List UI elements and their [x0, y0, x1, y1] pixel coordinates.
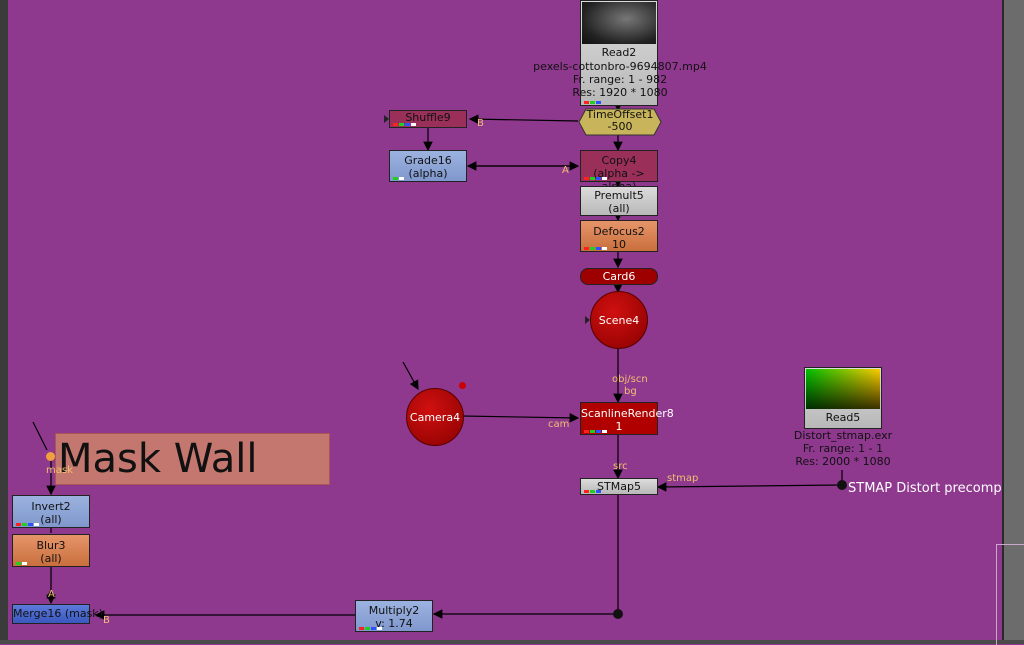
- defocus2-channels: [584, 247, 607, 250]
- card6-node[interactable]: Card6: [580, 268, 658, 285]
- merge16-input-b: B: [103, 615, 110, 626]
- scene4-node[interactable]: Scene4: [590, 291, 648, 349]
- scanlinerender8-channels: [584, 430, 607, 433]
- read5-range: Fr. range: 1 - 1: [802, 442, 884, 455]
- copy4-name: Copy4: [601, 154, 637, 167]
- grade16-node[interactable]: Grade16 (alpha): [389, 150, 467, 182]
- multiply2-node[interactable]: Multiply2 v: 1.74: [355, 600, 433, 632]
- multiply2-sub: v: 1.74: [375, 617, 413, 630]
- camera4-node[interactable]: Camera4: [406, 388, 464, 446]
- blur3-node[interactable]: Blur3 (all): [12, 534, 90, 567]
- stmap-input-stmap: stmap: [667, 473, 699, 484]
- grade16-sub: (alpha): [408, 167, 448, 180]
- timeoffset-value: -500: [607, 120, 633, 133]
- invert2-sub: (all): [40, 513, 62, 526]
- merge16-input-a: A: [48, 589, 55, 600]
- timeoffset-text: TimeOffset1 -500: [578, 109, 662, 133]
- mask-wall-sticky[interactable]: Mask Wall: [55, 433, 330, 485]
- read5-info: Distort_stmap.exr Fr. range: 1 - 1 Res: …: [742, 429, 944, 468]
- scene4-name: Scene4: [598, 313, 640, 327]
- shuffle9-channels: [393, 123, 416, 126]
- premult5-node[interactable]: Premult5 (all): [580, 186, 658, 216]
- scanlinerender8-node[interactable]: ScanlineRender8 1: [580, 402, 674, 435]
- shuffle9-node[interactable]: Shuffle9: [389, 110, 467, 128]
- blur3-channels: [16, 562, 27, 565]
- read2-range: Fr. range: 1 - 982: [572, 73, 668, 86]
- blur3-name: Blur3: [36, 539, 66, 552]
- multiply2-name: Multiply2: [368, 604, 420, 617]
- read2-channels: [584, 101, 601, 104]
- shuffle9-input-arrow: [384, 115, 389, 123]
- copy4-input-a: A: [562, 165, 569, 176]
- backdrop-corner: [996, 544, 1024, 645]
- grade16-name: Grade16: [404, 154, 452, 167]
- read5-res: Res: 2000 * 1080: [795, 455, 891, 468]
- camera4-indicator: [459, 382, 466, 389]
- timeoffset-name: TimeOffset1: [586, 108, 654, 121]
- stmap-note: STMAP Distort precomp: [848, 481, 1002, 496]
- read2-node[interactable]: Read2: [580, 0, 658, 106]
- read5-node[interactable]: Read5: [804, 367, 882, 429]
- shuffle9-input-b: B: [477, 118, 484, 129]
- premult5-name: Premult5: [594, 189, 644, 202]
- invert2-node[interactable]: Invert2 (all): [12, 495, 90, 528]
- invert2-name: Invert2: [31, 500, 71, 513]
- scanlinerender8-sub: 1: [615, 420, 623, 433]
- blur3-sub: (all): [40, 552, 62, 565]
- read2-name: Read2: [601, 46, 637, 59]
- scanline-input-bg: bg: [624, 386, 637, 397]
- stmap-dot[interactable]: [837, 480, 847, 490]
- merge-dot[interactable]: [613, 609, 623, 619]
- copy4-node[interactable]: Copy4 (alpha -> alpha): [580, 150, 658, 193]
- premult5-sub: (all): [608, 202, 630, 215]
- merge16-name: Merge16 (mask): [13, 607, 103, 620]
- read2-res: Res: 1920 * 1080: [572, 86, 668, 99]
- sticky-text: Mask Wall: [58, 436, 258, 482]
- stmap5-name: STMap5: [597, 480, 641, 493]
- scanline-input-cam: cam: [548, 419, 570, 430]
- mask-input-dot[interactable]: [46, 452, 55, 461]
- read5-name: Read5: [825, 411, 861, 424]
- defocus2-node[interactable]: Defocus2 10: [580, 220, 658, 252]
- mask-input-label: mask: [46, 465, 73, 476]
- copy4-channels: [584, 177, 607, 180]
- read2-thumbnail: [582, 2, 656, 44]
- camera4-name: Camera4: [409, 410, 461, 424]
- scene4-input-arrow: [585, 316, 590, 324]
- defocus2-name: Defocus2: [593, 225, 645, 238]
- read2-info: pexels-cottonbro-9694807.mp4 Fr. range: …: [520, 60, 720, 99]
- read5-file: Distort_stmap.exr: [793, 429, 893, 442]
- defocus2-sub: 10: [612, 238, 626, 251]
- read5-thumbnail: [806, 369, 880, 409]
- merge16-node[interactable]: Merge16 (mask): [12, 604, 103, 624]
- bottom-panel-edge: [0, 640, 1024, 644]
- shuffle9-name: Shuffle9: [405, 111, 451, 124]
- read2-file: pexels-cottonbro-9694807.mp4: [533, 60, 707, 73]
- scanline-input-obj: obj/scn: [612, 374, 648, 385]
- scanlinerender8-name: ScanlineRender8: [581, 407, 674, 420]
- stmap5-node[interactable]: STMap5: [580, 478, 658, 495]
- stmap5-channels: [584, 490, 601, 493]
- grade16-channels: [393, 177, 404, 180]
- left-panel-edge: [0, 0, 8, 644]
- card6-name: Card6: [602, 270, 636, 283]
- stmap-input-src: src: [613, 461, 628, 472]
- timeoffset-node[interactable]: [578, 108, 662, 136]
- right-scrollbar[interactable]: [1002, 0, 1024, 644]
- invert2-channels: [16, 523, 39, 526]
- multiply2-channels: [359, 627, 382, 630]
